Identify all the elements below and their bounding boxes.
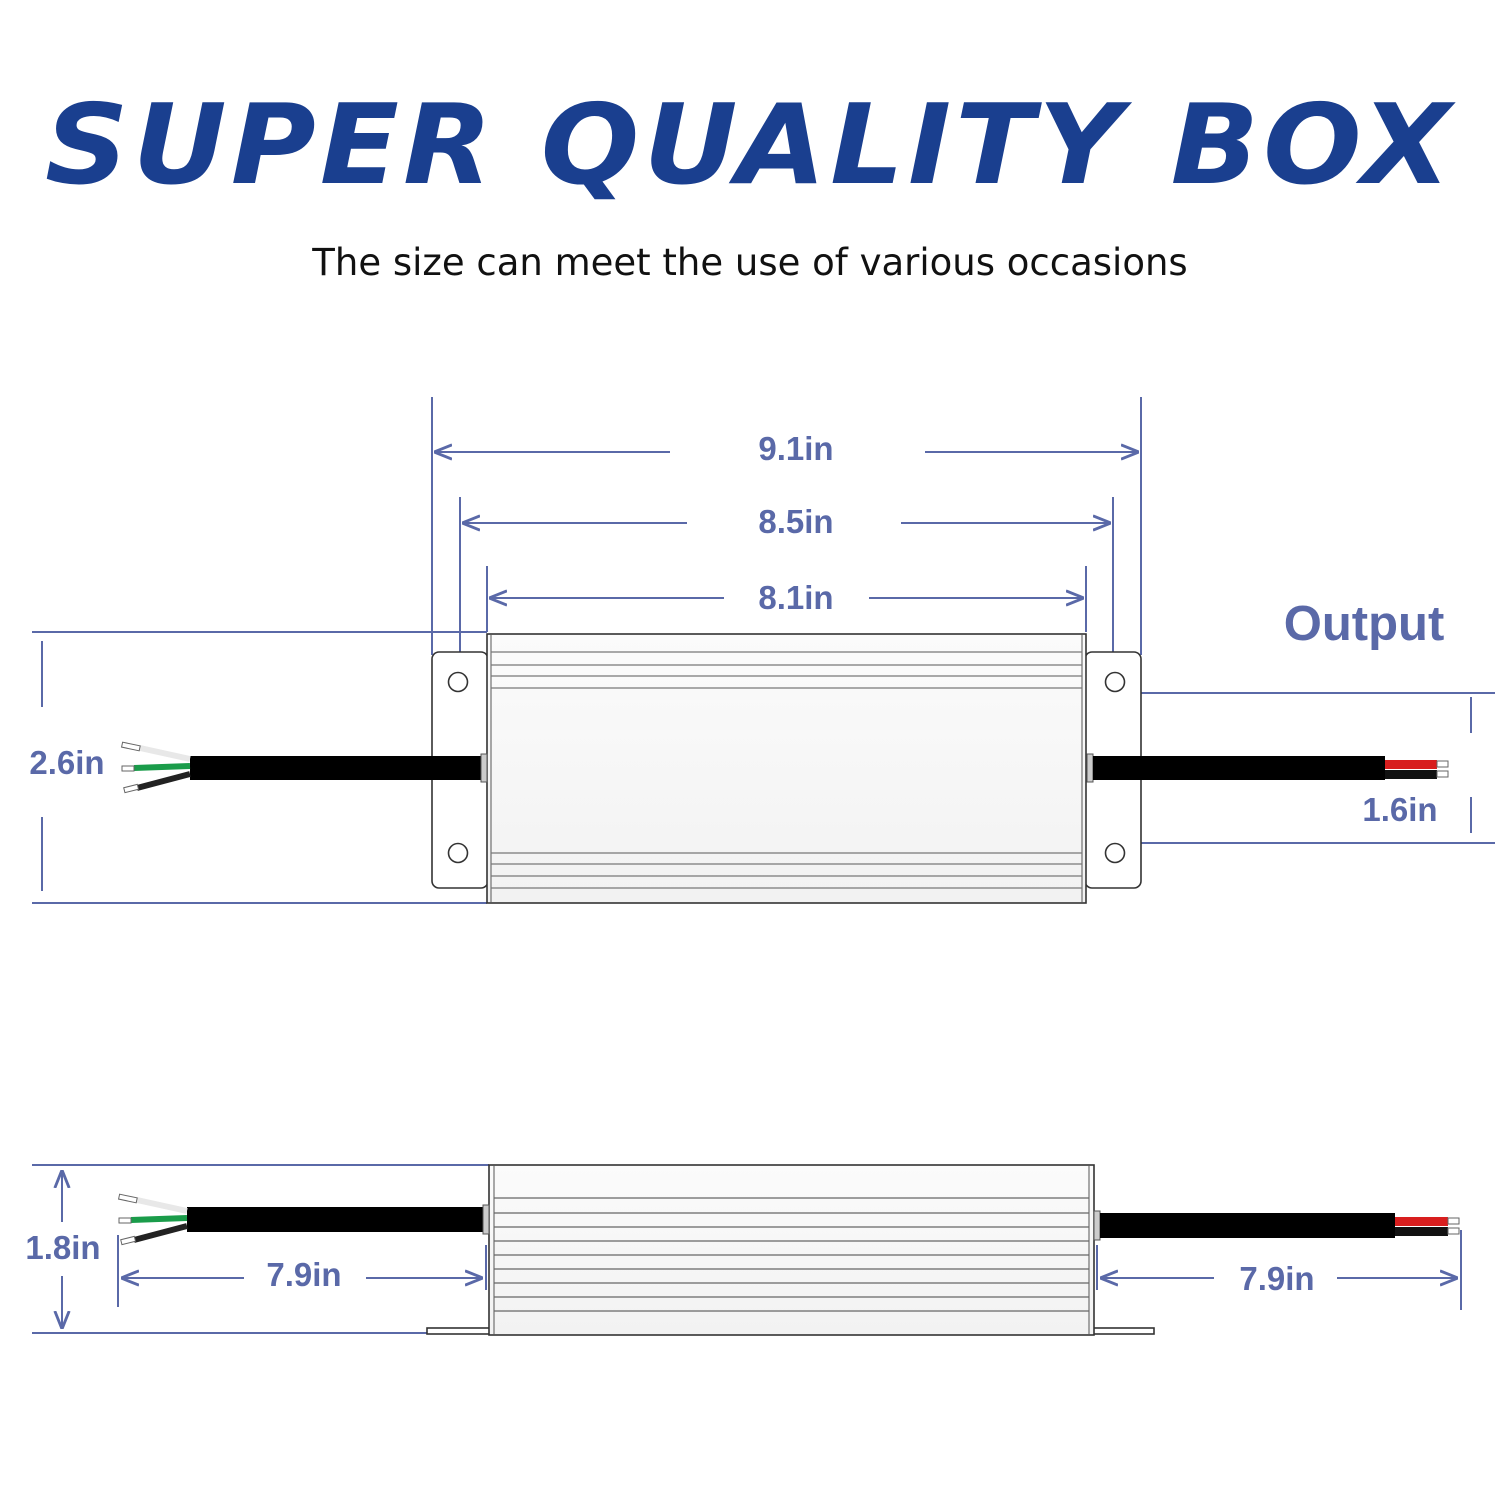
top-view-body	[486, 633, 1087, 904]
side-input-cable	[117, 1193, 490, 1246]
page-subtitle: The size can meet the use of various occ…	[312, 241, 1188, 284]
side-view: 1.8in 7.9in 7.9in	[25, 1164, 1462, 1336]
dimension-arrows	[41, 452, 1472, 891]
mounting-holes	[447, 671, 1126, 864]
side-dimension-arrows	[62, 1170, 1458, 1329]
side-output-cable	[1093, 1210, 1460, 1241]
top-input-cable	[120, 741, 488, 794]
output-label: Output	[1284, 597, 1445, 651]
output-cable-length-label: 7.9in	[1239, 1260, 1314, 1297]
side-extension-lines	[32, 1164, 1462, 1334]
hole-gap-label: 1.6in	[1362, 791, 1437, 828]
width-label: 2.6in	[29, 744, 104, 781]
extension-lines	[32, 397, 1495, 904]
hole-spacing-label: 8.5in	[758, 503, 833, 540]
top-output-cable	[1086, 753, 1449, 783]
height-label: 1.8in	[25, 1229, 100, 1266]
body-length-label: 8.1in	[758, 579, 833, 616]
input-cable-length-label: 7.9in	[266, 1256, 341, 1293]
top-view: 9.1in 8.5in 8.1in 2.6in Output 1.6in	[29, 397, 1495, 904]
overall-length-label: 9.1in	[758, 430, 833, 467]
page-title: SUPER QUALITY BOX	[45, 81, 1455, 210]
side-view-body	[488, 1164, 1095, 1336]
